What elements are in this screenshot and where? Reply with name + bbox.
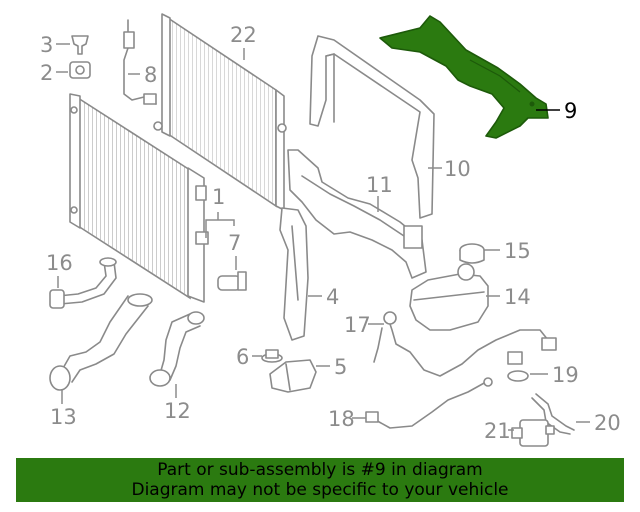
banner-line-1: Part or sub-assembly is #9 in diagram — [157, 460, 483, 480]
fan-shroud-frame-part — [309, 35, 435, 219]
callout-1: 1 — [205, 185, 235, 238]
sensor-part-19 — [507, 351, 529, 382]
callout-label-3: 3 — [40, 33, 53, 57]
bracket-part-2 — [69, 61, 91, 79]
hose-part-12 — [149, 311, 205, 387]
callout-5: 5 — [316, 355, 347, 379]
reservoir-cap-part — [459, 243, 485, 264]
cross-member-part-9 — [379, 15, 549, 139]
callout-19: 19 — [530, 363, 579, 387]
radiator-part — [69, 93, 209, 303]
callout-label-21: 21 — [484, 419, 511, 443]
condenser-line-part — [123, 19, 157, 105]
callout-9: 9 — [536, 99, 577, 123]
callout-label-20: 20 — [594, 411, 621, 435]
callout-18: 18 — [328, 407, 366, 431]
callout-label-22: 22 — [230, 23, 257, 47]
callout-label-16: 16 — [46, 251, 73, 275]
callout-label-13: 13 — [50, 405, 77, 429]
condenser-part — [153, 13, 287, 211]
air-duct-part — [287, 149, 427, 279]
callout-label-19: 19 — [552, 363, 579, 387]
cap-part-3 — [71, 35, 89, 55]
callout-17: 17 — [344, 313, 384, 337]
sensor-part-7 — [217, 271, 247, 291]
bracket-part-5 — [269, 359, 317, 393]
callout-label-11: 11 — [366, 173, 393, 197]
callout-10: 10 — [428, 157, 471, 181]
callout-20: 20 — [576, 411, 621, 435]
callout-15: 15 — [484, 239, 531, 263]
callout-14: 14 — [486, 285, 531, 309]
callout-label-15: 15 — [504, 239, 531, 263]
callout-label-5: 5 — [334, 355, 347, 379]
info-banner: Part or sub-assembly is #9 in diagram Di… — [16, 458, 624, 502]
callout-12: 12 — [164, 384, 191, 423]
grommet-part-6 — [261, 349, 283, 363]
hose-part-16 — [49, 257, 117, 309]
callout-11: 11 — [366, 173, 393, 212]
callout-7: 7 — [228, 231, 241, 270]
valve-part-21 — [511, 419, 555, 447]
callout-8: 8 — [128, 63, 157, 87]
callout-label-2: 2 — [40, 61, 53, 85]
callout-16: 16 — [46, 251, 73, 288]
callout-label-14: 14 — [504, 285, 531, 309]
side-deflector-part — [279, 207, 309, 341]
callout-label-10: 10 — [444, 157, 471, 181]
callout-2: 2 — [40, 61, 68, 85]
callout-label-1: 1 — [212, 185, 225, 209]
callout-label-9: 9 — [564, 99, 577, 123]
callout-21: 21 — [484, 419, 514, 443]
callout-6: 6 — [236, 345, 262, 369]
callout-label-17: 17 — [344, 313, 371, 337]
callout-label-8: 8 — [144, 63, 157, 87]
callout-4: 4 — [308, 285, 339, 309]
callout-label-6: 6 — [236, 345, 249, 369]
callout-label-12: 12 — [164, 399, 191, 423]
callout-label-4: 4 — [326, 285, 339, 309]
wire-part-18 — [365, 377, 493, 429]
hose-part-13 — [49, 293, 153, 391]
callout-label-7: 7 — [228, 231, 241, 255]
banner-line-2: Diagram may not be specific to your vehi… — [131, 480, 509, 500]
wiring-harness-part-17 — [373, 311, 557, 377]
callout-3: 3 — [40, 33, 70, 57]
callout-22: 22 — [230, 23, 257, 60]
callout-label-18: 18 — [328, 407, 355, 431]
callout-13: 13 — [50, 390, 77, 429]
expansion-tank-part — [409, 263, 489, 331]
